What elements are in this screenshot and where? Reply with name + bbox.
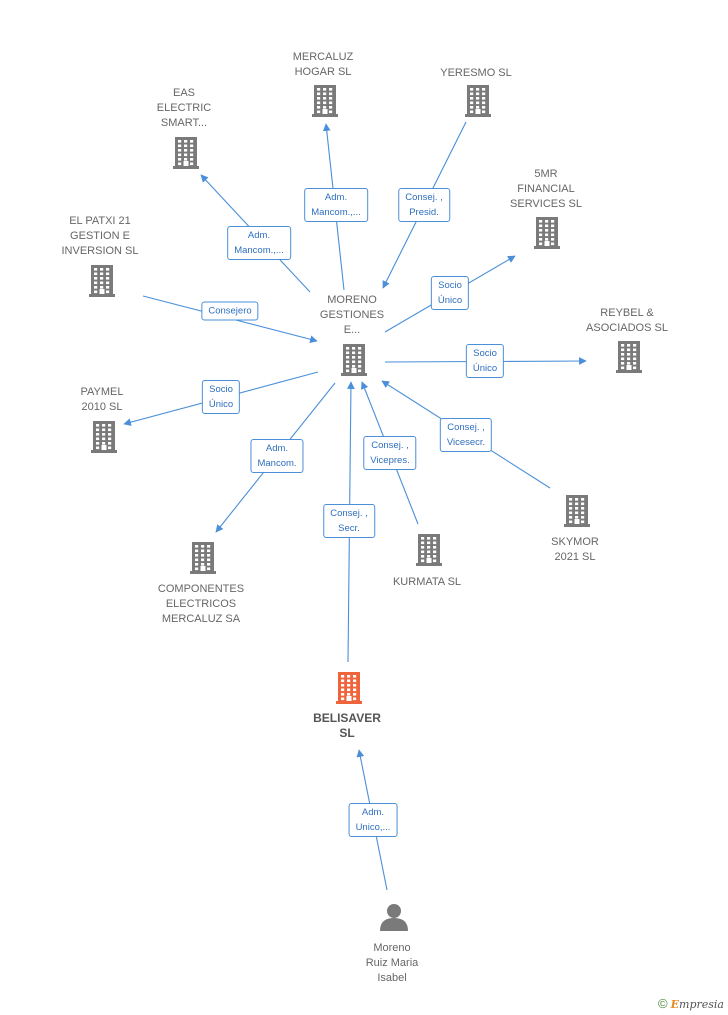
node-label-componentes[interactable]: COMPONENTES ELECTRICOS MERCALUZ SA [157,583,245,625]
edge-label-moreno_gestiones-to-5mr_financial[interactable]: Socio Único [430,276,470,310]
building-icon-moreno_gestiones[interactable] [341,344,367,376]
edge-label-kurmata-to-moreno_gestiones[interactable]: Consej. , Vicepres. [363,436,417,470]
edge-label-belisaver-to-moreno_gestiones[interactable]: Consej. , Secr. [323,504,375,538]
node-label-yeresmo[interactable]: YERESMO SL [440,67,512,79]
building-icon-yeresmo[interactable] [465,85,491,117]
node-label-belisaver[interactable]: BELISAVER SL [313,711,381,740]
node-label-paymel[interactable]: PAYMEL 2010 SL [80,386,124,413]
building-icon-eas_electric[interactable] [173,137,199,169]
edge-label-moreno_gestiones-to-mercaluz_hogar[interactable]: Adm. Mancom.,... [304,188,368,222]
edge-label-el_patxi-to-moreno_gestiones[interactable]: Consejero [201,301,259,321]
building-icon-belisaver[interactable] [336,672,362,704]
edge-label-moreno_gestiones-to-reybel[interactable]: Socio Único [465,344,505,378]
person-icon-moreno_ruiz[interactable] [380,904,408,931]
copyright-symbol: © [657,996,668,1011]
building-icon-5mr_financial[interactable] [534,217,560,249]
edge-label-moreno_gestiones-to-eas_electric[interactable]: Adm. Mancom.,... [227,226,291,260]
node-label-eas_electric[interactable]: EAS ELECTRIC SMART... [156,87,212,129]
node-label-skymor[interactable]: SKYMOR 2021 SL [551,536,599,563]
node-label-moreno_ruiz[interactable]: Moreno Ruiz Maria Isabel [365,942,419,984]
empresia-footer[interactable]: © Empresia [658,996,724,1011]
node-label-moreno_gestiones[interactable]: MORENO GESTIONES E... [319,294,385,336]
building-icon-skymor[interactable] [564,495,590,527]
building-icon-paymel[interactable] [91,421,117,453]
node-label-el_patxi[interactable]: EL PATXI 21 GESTION E INVERSION SL [61,215,139,257]
brand-name: mpresia [679,998,724,1011]
edge-label-skymor-to-moreno_gestiones[interactable]: Consej. , Vicesecr. [439,418,493,452]
building-icon-mercaluz_hogar[interactable] [312,85,338,117]
building-icon-componentes[interactable] [190,542,216,574]
edge-label-yeresmo-to-moreno_gestiones[interactable]: Consej. , Presid. [398,188,450,222]
building-icon-el_patxi[interactable] [89,265,115,297]
icons-layer [89,85,642,931]
building-icon-kurmata[interactable] [416,534,442,566]
node-label-5mr_financial[interactable]: 5MR FINANCIAL SERVICES SL [510,168,582,210]
brand-initial: E [670,998,680,1011]
edge-label-moreno_ruiz-to-belisaver[interactable]: Adm. Unico,... [348,803,398,837]
node-label-reybel[interactable]: REYBEL & ASOCIADOS SL [586,307,668,334]
node-label-kurmata[interactable]: KURMATA SL [392,576,462,588]
node-label-mercaluz_hogar[interactable]: MERCALUZ HOGAR SL [292,51,354,78]
edge-label-moreno_gestiones-to-paymel[interactable]: Socio Único [201,380,241,414]
building-icon-reybel[interactable] [616,341,642,373]
edge-label-moreno_gestiones-to-componentes[interactable]: Adm. Mancom. [250,439,304,473]
